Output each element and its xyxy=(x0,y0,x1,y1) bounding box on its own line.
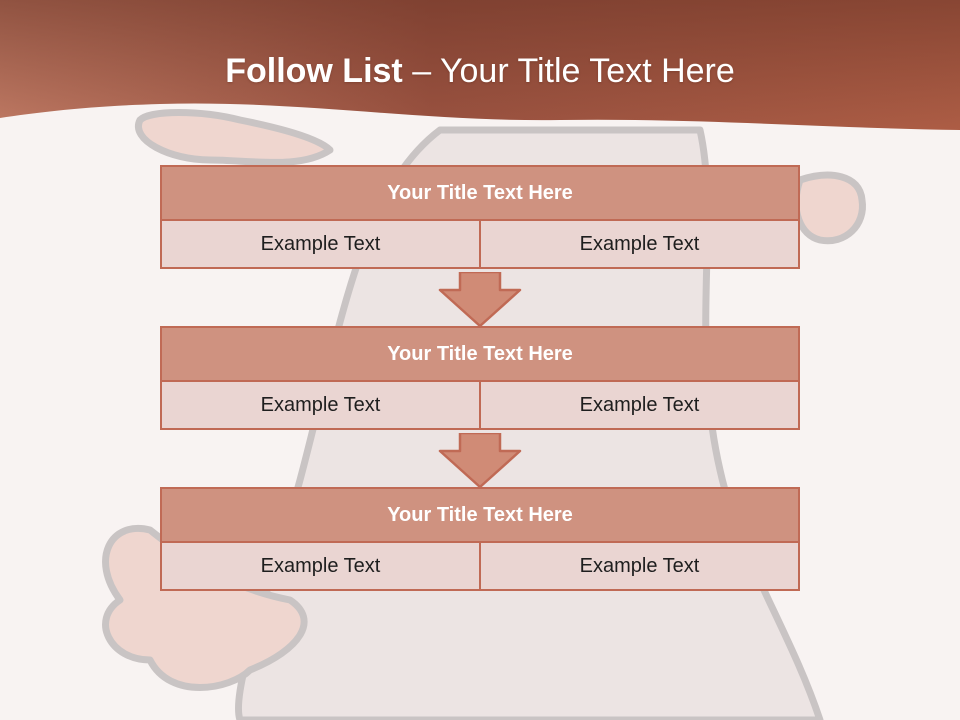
step-box-1: Your Title Text Here Example Text Exampl… xyxy=(160,165,800,269)
step-cell-left: Example Text xyxy=(160,221,481,269)
step-cell-right: Example Text xyxy=(481,382,800,430)
step-title: Your Title Text Here xyxy=(160,487,800,543)
slide-title: Follow List – Your Title Text Here xyxy=(0,52,960,91)
step-cell-left: Example Text xyxy=(160,543,481,591)
step-box-2: Your Title Text Here Example Text Exampl… xyxy=(160,326,800,430)
title-separator: – xyxy=(402,52,440,90)
step-box-3: Your Title Text Here Example Text Exampl… xyxy=(160,487,800,591)
step-title: Your Title Text Here xyxy=(160,165,800,221)
header-banner xyxy=(0,0,960,130)
chevron-down-arrow-icon xyxy=(438,433,522,489)
step-row: Example Text Example Text xyxy=(160,221,800,269)
step-cell-right: Example Text xyxy=(481,221,800,269)
title-sub: Your Title Text Here xyxy=(439,52,735,90)
chevron-down-arrow-icon xyxy=(438,272,522,328)
title-main: Follow List xyxy=(225,52,403,90)
step-title: Your Title Text Here xyxy=(160,326,800,382)
step-cell-left: Example Text xyxy=(160,382,481,430)
step-row: Example Text Example Text xyxy=(160,382,800,430)
step-cell-right: Example Text xyxy=(481,543,800,591)
step-row: Example Text Example Text xyxy=(160,543,800,591)
